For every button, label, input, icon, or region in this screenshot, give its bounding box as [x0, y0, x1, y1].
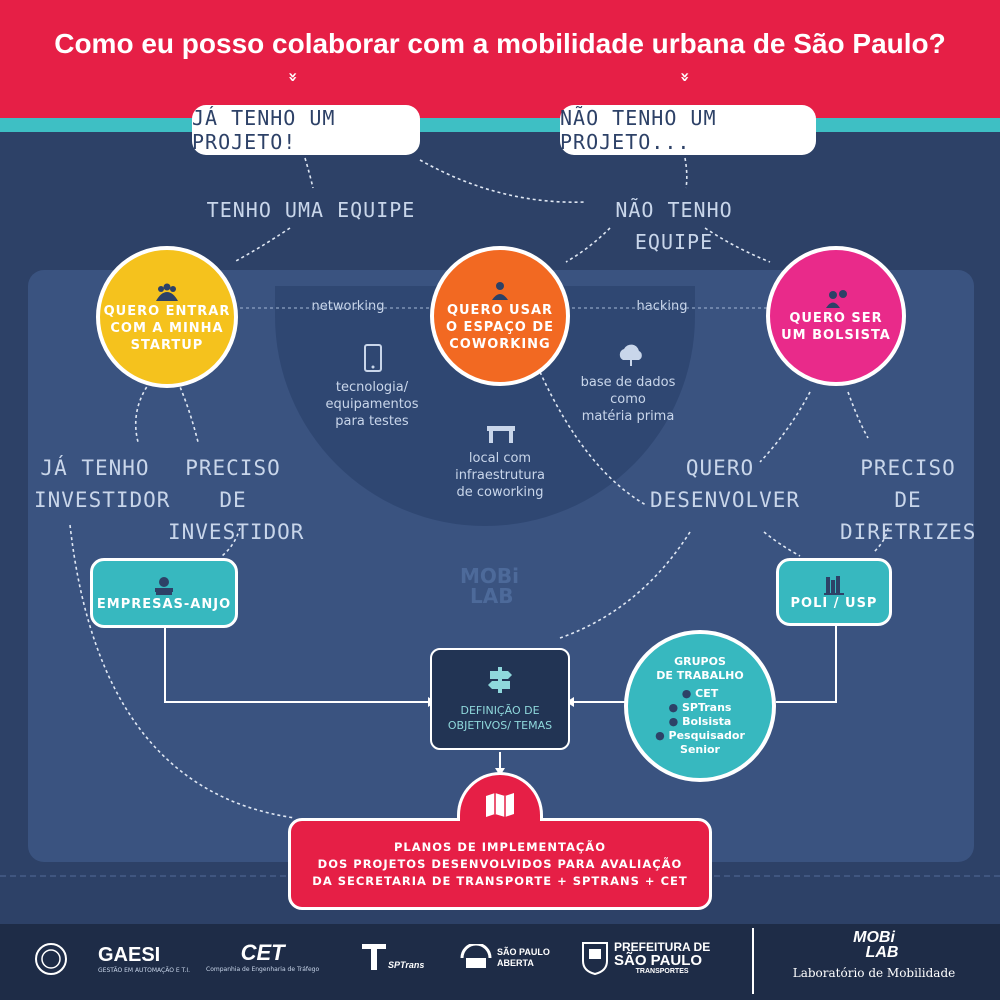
smartphone-icon	[364, 344, 382, 376]
person-icon: ●	[655, 729, 665, 742]
prefeitura-logo: PREFEITURA DE SÃO PAULO TRANSPORTES	[580, 940, 710, 976]
teal-band	[0, 118, 1000, 132]
person-icon	[492, 281, 508, 300]
sp-aberta-icon	[460, 944, 492, 968]
person-icon: ●	[681, 687, 692, 700]
page-title: Como eu posso colaborar com a mobilidade…	[54, 28, 946, 59]
box-empresas-anjo: EMPRESAS-ANJO	[90, 558, 238, 628]
mobilab-logo: MOBi LAB Laboratório de Mobilidade	[792, 929, 956, 981]
cloud-database-icon	[616, 342, 646, 372]
signpost-icon	[488, 667, 512, 693]
bubble-ja-tenho-projeto: JÁ TENHO UM PROJETO!	[192, 105, 420, 155]
grupo-item: ● SPTrans	[668, 701, 732, 714]
tecnologia-text: tecnologia/ equipamentos para testes	[325, 380, 419, 429]
desk-icon	[486, 424, 516, 448]
bubble-nao-tenho-projeto: NÃO TENHO UM PROJETO...	[560, 105, 816, 155]
gaesi-logo: GAESI GESTÃO EM AUTOMAÇÃO E T.I.	[98, 944, 191, 974]
person-icon: ●	[668, 701, 679, 714]
box-definicao-objetivos: DEFINIÇÃO DE OBJETIVOS/ TEMAS	[430, 648, 570, 750]
local-coworking-text: local com infraestrutura de coworking	[455, 451, 545, 500]
team-icon	[156, 283, 178, 301]
circle-coworking: QUERO USAR O ESPAÇO DE COWORKING	[430, 246, 570, 386]
planos-tab-join	[460, 815, 540, 825]
person-money-icon	[826, 290, 847, 308]
grupo-item: Senior	[680, 743, 720, 756]
person-icon: ●	[668, 715, 679, 728]
sptrans-logo: SPTrans	[362, 944, 424, 970]
circle-grupos-trabalho: GRUPOS DE TRABALHO ● CET ● SPTrans ● Bol…	[624, 630, 776, 782]
label-hacking: hacking	[636, 299, 688, 314]
circle-startup: QUERO ENTRAR COM A MINHA STARTUP	[96, 246, 238, 388]
chevron-down-icon: »	[676, 71, 696, 83]
label-ja-tenho-investidor: JÁ TENHO INVESTIDOR	[34, 456, 171, 512]
prefeitura-crest-icon	[582, 942, 608, 975]
cet-logo: CET Companhia de Engenharia de Tráfego	[206, 940, 320, 973]
map-icon	[484, 792, 516, 822]
label-preciso-diretrizes: PRECISO DE DIRETRIZES	[840, 456, 977, 544]
box-poli-usp: POLI / USP	[776, 558, 892, 626]
sptrans-t-icon	[362, 944, 386, 970]
university-seal-logo	[34, 942, 68, 980]
label-preciso-investidor: PRECISO DE INVESTIDOR	[168, 456, 305, 544]
books-icon	[824, 575, 844, 595]
label-tenho-equipe: TENHO UMA EQUIPE	[206, 198, 416, 222]
mobilab-watermark: MOBi LAB	[460, 564, 520, 608]
label-quero-desenvolver: QUERO DESENVOLVER	[650, 456, 801, 512]
footer	[0, 924, 1000, 1000]
grupo-item: ● CET	[681, 687, 719, 700]
label-nao-tenho-equipe: NÃO TENHO EQUIPE	[615, 198, 733, 254]
base-dados-text: base de dados como matéria prima	[580, 375, 676, 424]
circle-bolsista: QUERO SER UM BOLSISTA	[766, 246, 906, 386]
money-stack-icon	[155, 576, 173, 595]
footer-divider	[752, 928, 754, 994]
box-planos-implementacao: PLANOS DE IMPLEMENTAÇÃO DOS PROJETOS DES…	[288, 818, 712, 910]
sp-aberta-logo: SÃO PAULO ABERTA	[458, 944, 550, 972]
grupo-item: ● Bolsista	[668, 715, 732, 728]
header-band	[0, 0, 1000, 118]
grupo-item: ● Pesquisador	[655, 729, 745, 742]
chevron-down-icon: »	[284, 71, 304, 83]
label-networking: networking	[311, 299, 385, 314]
